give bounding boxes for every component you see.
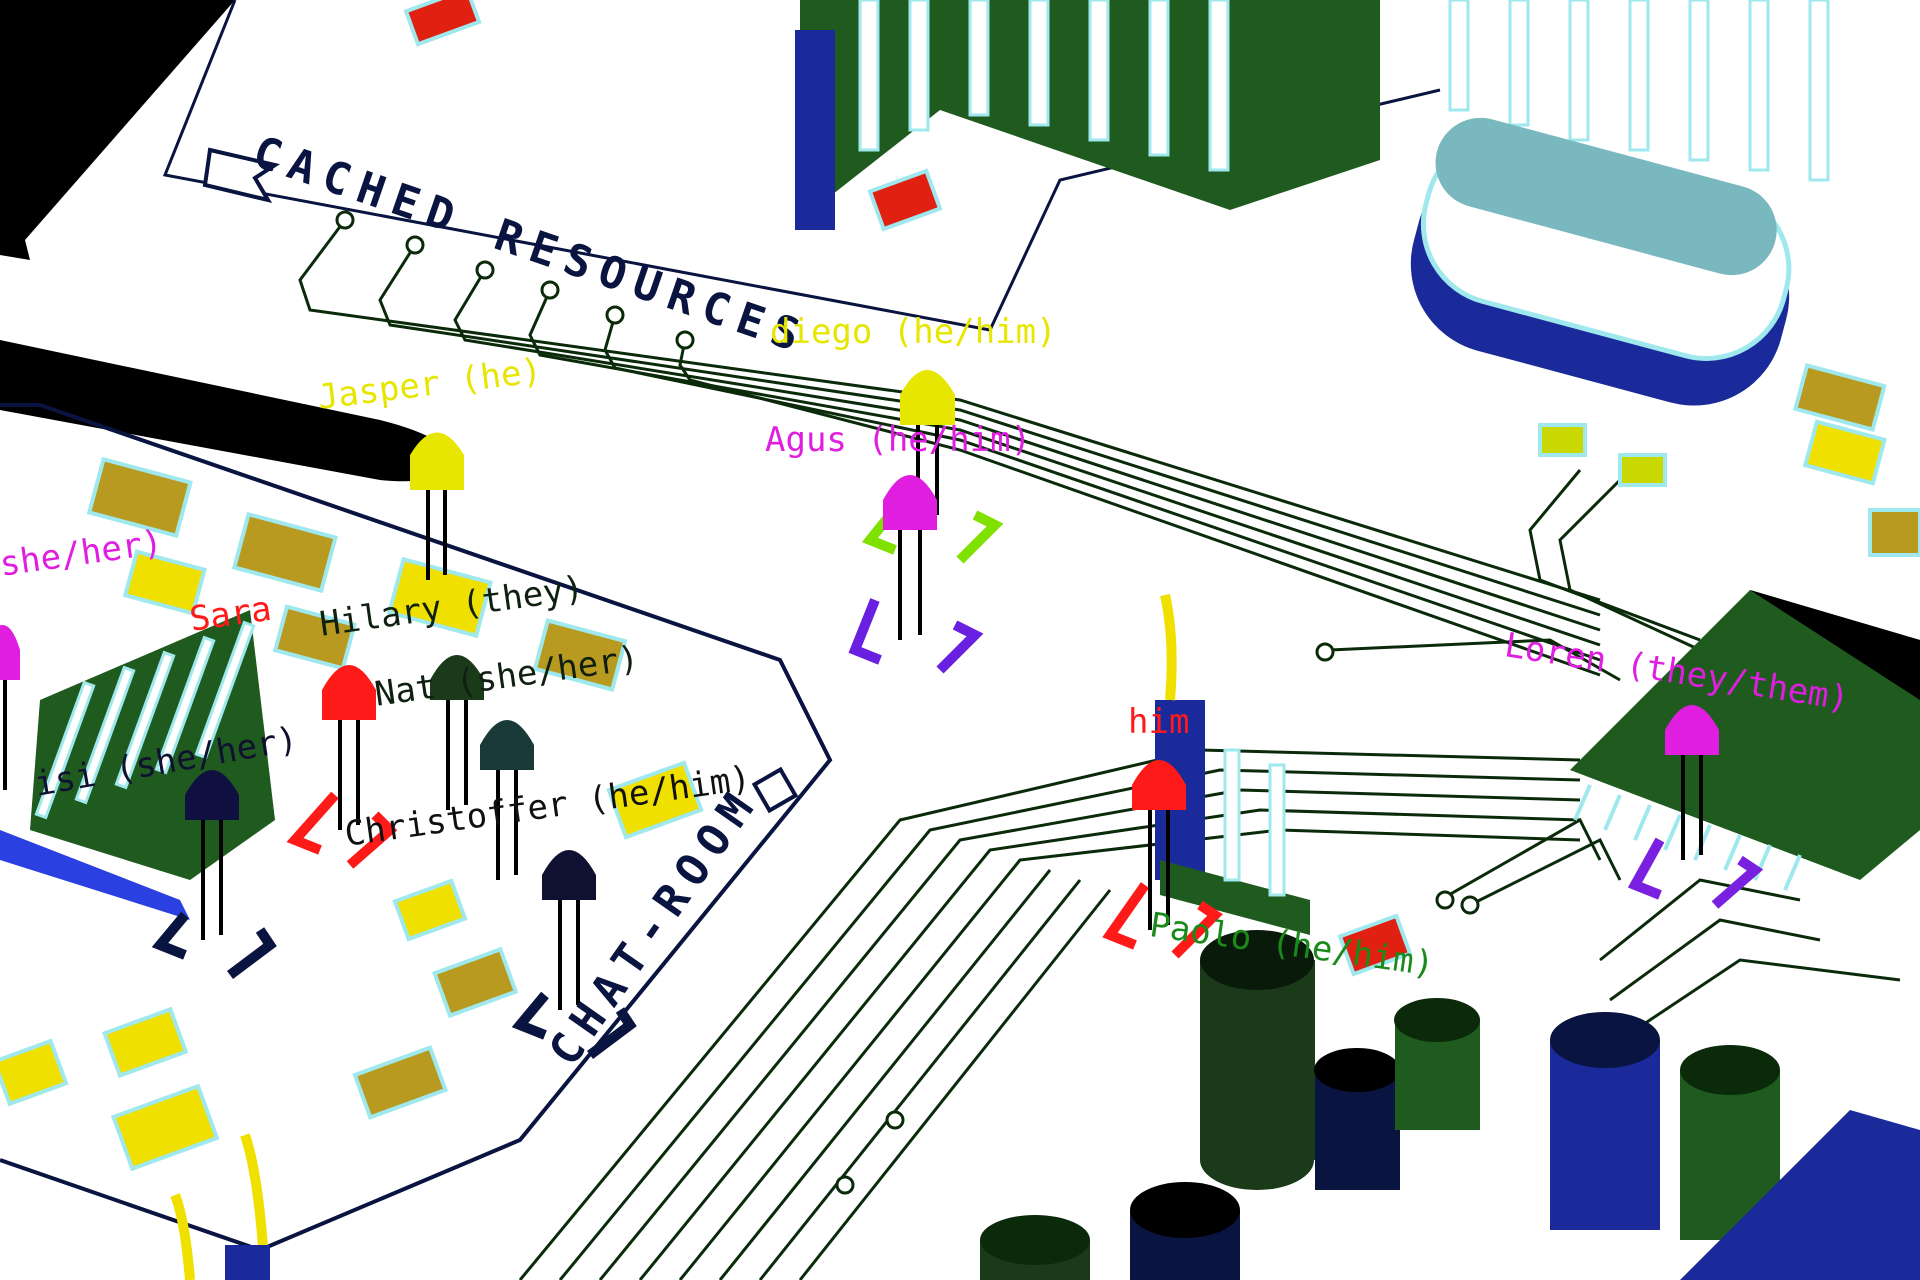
avatar-him[interactable] — [1132, 760, 1186, 930]
avatar-hilary[interactable] — [430, 655, 484, 810]
avatar-loren[interactable] — [1665, 705, 1719, 860]
avatar-jasper[interactable] — [410, 432, 464, 581]
chat-bubble-icon — [751, 766, 799, 814]
heatsink-top — [795, 0, 1830, 230]
avatar-isi[interactable] — [185, 770, 239, 940]
spot-markers — [151, 510, 1764, 1059]
avatar-sara[interactable] — [322, 665, 376, 830]
avatar-christoffer[interactable] — [542, 850, 596, 1010]
avatar-partial[interactable] — [0, 625, 20, 790]
crystal-oscillator — [1410, 117, 1792, 406]
smd-components — [0, 0, 1920, 1172]
avatar-nat[interactable] — [480, 720, 534, 880]
capacitors — [980, 930, 1920, 1280]
led-avatars[interactable] — [0, 370, 1719, 1010]
avatar-agus[interactable] — [883, 475, 937, 640]
void-blob — [0, 340, 456, 482]
flag-icon — [202, 147, 281, 204]
user-label-him: him — [1128, 702, 1190, 742]
user-label-agus: Agus (he/him) — [765, 420, 1032, 460]
pads — [335, 210, 1480, 1195]
void-area — [0, 0, 235, 260]
microcontroller-chip — [1570, 590, 1920, 891]
user-label-diego: diego (he/him) — [770, 312, 1057, 352]
traces — [298, 219, 1901, 1280]
